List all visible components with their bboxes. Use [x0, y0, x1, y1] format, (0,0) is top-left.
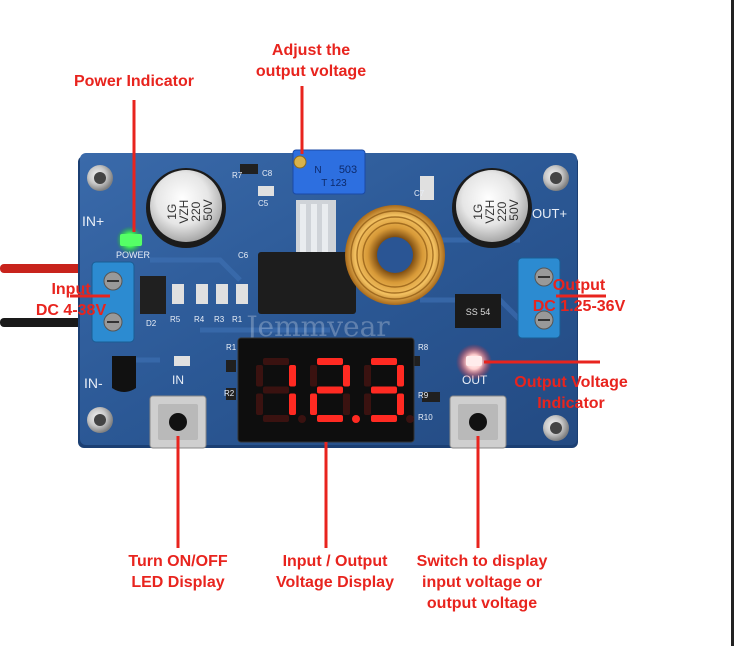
input-terminal	[91, 261, 135, 343]
digit-0-segment-g	[263, 386, 289, 394]
digit-0-segment-b	[289, 365, 296, 387]
svg-text:R9: R9	[418, 391, 429, 400]
svg-text:R2: R2	[224, 389, 235, 398]
turn-on-off-label: Turn ON/OFF LED Display	[128, 553, 228, 591]
svg-text:C5: C5	[258, 199, 269, 208]
adjust-voltage-label: Adjust the output voltage	[236, 40, 386, 82]
digit-1-segment-c	[343, 393, 350, 415]
power-indicator-label: Power Indicator	[73, 73, 195, 90]
inductor-coil	[345, 205, 445, 305]
svg-text:503: 503	[339, 164, 357, 176]
output-terminal	[517, 257, 561, 339]
switch-display-label: Switch to display input voltage or outpu…	[416, 553, 548, 612]
digit-0-segment-c	[289, 393, 296, 415]
potentiometer: 503 N T 123	[292, 149, 366, 195]
silk-out-plus: OUT+	[532, 206, 567, 221]
silk-in-plus: IN+	[82, 213, 104, 229]
svg-text:1G VZH 220 5: 1G VZH 220 50V	[471, 196, 521, 223]
transistor	[112, 356, 136, 392]
svg-text:R1: R1	[232, 315, 243, 324]
input-wires	[0, 264, 102, 327]
svg-text:R5: R5	[170, 315, 181, 324]
voltage-display-label: Input / Output Voltage Display	[276, 553, 394, 591]
silk-power: POWER	[116, 250, 151, 260]
digit-2-segment-c	[397, 393, 404, 415]
diode: SS 54	[455, 294, 501, 328]
digit-1-segment-g	[317, 386, 343, 394]
digit-0-segment-f	[256, 365, 263, 387]
svg-text:C8: C8	[262, 169, 273, 178]
svg-text:N: N	[314, 165, 321, 176]
frame-border	[731, 0, 734, 646]
digit-2-segment-b	[397, 365, 404, 387]
digit-2-segment-a	[371, 358, 397, 365]
svg-text:1G VZH 220 5: 1G VZH 220 50V	[165, 196, 215, 223]
output-indicator-label: Output Voltage Indicator	[514, 374, 628, 412]
svg-text:R8: R8	[418, 343, 429, 352]
digit-2-segment-f	[364, 365, 371, 387]
capacitor-right: 1G VZH 220 50V	[452, 168, 532, 248]
svg-text:R7: R7	[232, 171, 243, 180]
silk-in-minus: IN-	[84, 375, 103, 391]
digit-2-decimal-point	[406, 415, 414, 423]
digit-1-segment-d	[317, 415, 343, 422]
digit-2-segment-g	[371, 386, 397, 394]
capacitor-left: 1G VZH 220 50V	[146, 168, 226, 248]
svg-text:R10: R10	[418, 413, 433, 422]
svg-text:R3: R3	[214, 315, 225, 324]
digit-0-segment-a	[263, 358, 289, 365]
regulator-ic	[258, 200, 356, 314]
leader-lines	[70, 86, 606, 548]
silk-labels: IN+ IN- OUT+ POWER IN OUT R7 C8 C5 C6 C7…	[82, 169, 567, 422]
digit-1-segment-b	[343, 365, 350, 387]
switch-button	[449, 395, 507, 449]
svg-text:D2: D2	[146, 319, 157, 328]
output-voltage-led	[456, 344, 492, 380]
svg-text:R1: R1	[226, 343, 237, 352]
mounting-holes	[87, 165, 569, 441]
on-off-button	[149, 395, 207, 449]
power-led	[116, 226, 144, 254]
digit-1-segment-a	[317, 358, 343, 365]
svg-text:C7: C7	[414, 189, 425, 198]
output-label: Output DC 1.25-36V	[532, 277, 626, 315]
adjust-line-2: output voltage	[255, 63, 367, 80]
silk-in: IN	[172, 373, 184, 387]
digit-2-segment-e	[364, 393, 371, 415]
digit-1-segment-e	[310, 393, 317, 415]
input-label: Input DC 4-38V	[35, 281, 107, 319]
digit-2-segment-d	[371, 415, 397, 422]
svg-text:R4: R4	[194, 315, 205, 324]
svg-text:SS 54: SS 54	[466, 307, 491, 317]
digit-1-segment-f	[310, 365, 317, 387]
display-digits	[256, 358, 414, 423]
svg-text:C6: C6	[238, 251, 249, 260]
digit-1-decimal-point	[352, 415, 360, 423]
adjust-line-1: Adjust the	[271, 42, 351, 59]
svg-text:T 123: T 123	[321, 178, 347, 189]
digit-0-segment-e	[256, 393, 263, 415]
digit-0-segment-d	[263, 415, 289, 422]
voltage-display	[237, 337, 415, 443]
digit-0-decimal-point	[298, 415, 306, 423]
